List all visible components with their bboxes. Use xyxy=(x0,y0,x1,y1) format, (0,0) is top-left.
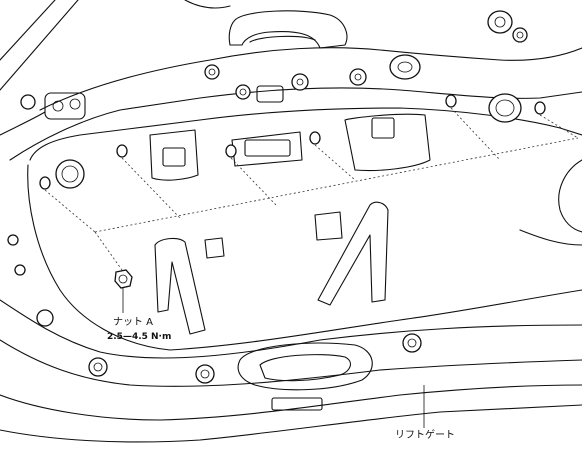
nut-a xyxy=(114,269,133,313)
clip-holes xyxy=(39,94,546,190)
top-grommets xyxy=(20,10,528,120)
service-holes xyxy=(55,93,522,259)
inner-panel xyxy=(27,107,582,351)
lower-frame xyxy=(0,234,582,443)
top-bracket xyxy=(228,10,348,49)
liftgate-label: リフトゲート xyxy=(395,429,455,441)
stays xyxy=(154,201,389,335)
dotted-leaders xyxy=(44,107,579,271)
torque-spec-label: 2.5—4.5 N·m xyxy=(107,332,171,342)
right-contour xyxy=(519,159,582,246)
nut-a-label: ナット A xyxy=(113,316,153,328)
